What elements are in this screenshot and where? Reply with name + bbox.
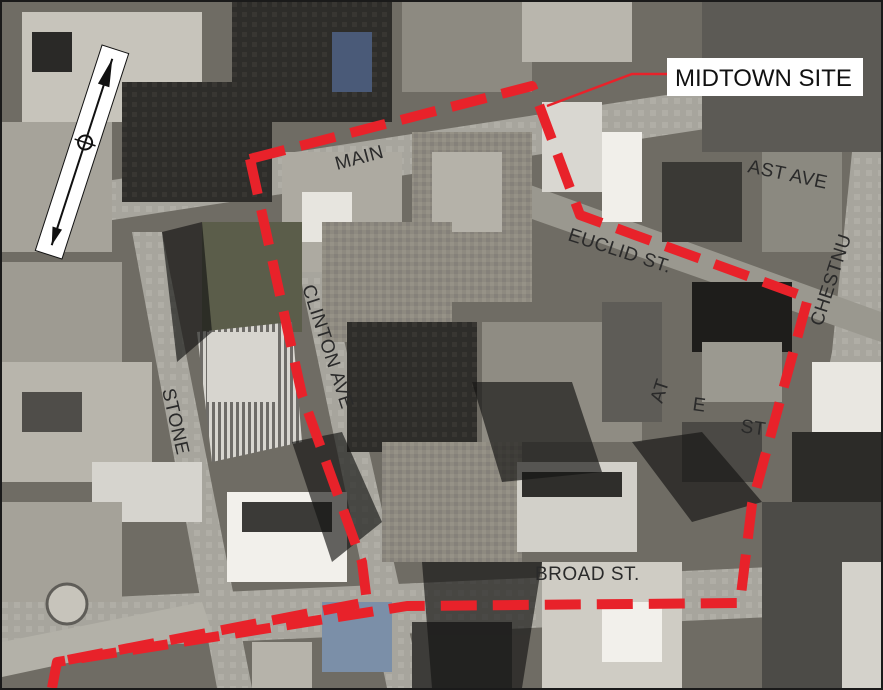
street-label-elm-fragment: E (691, 394, 707, 417)
callout-label: MIDTOWN SITE (675, 65, 852, 92)
street-label-broad: BROAD ST. (535, 564, 640, 585)
north-arrow-icon (34, 44, 130, 260)
site-boundary-west (56, 157, 372, 667)
shadows (162, 222, 762, 688)
callout: MIDTOWN SITE (667, 58, 863, 96)
site-boundary (47, 81, 813, 688)
callout-line (546, 72, 667, 108)
street-label-elm: ST (739, 416, 767, 440)
